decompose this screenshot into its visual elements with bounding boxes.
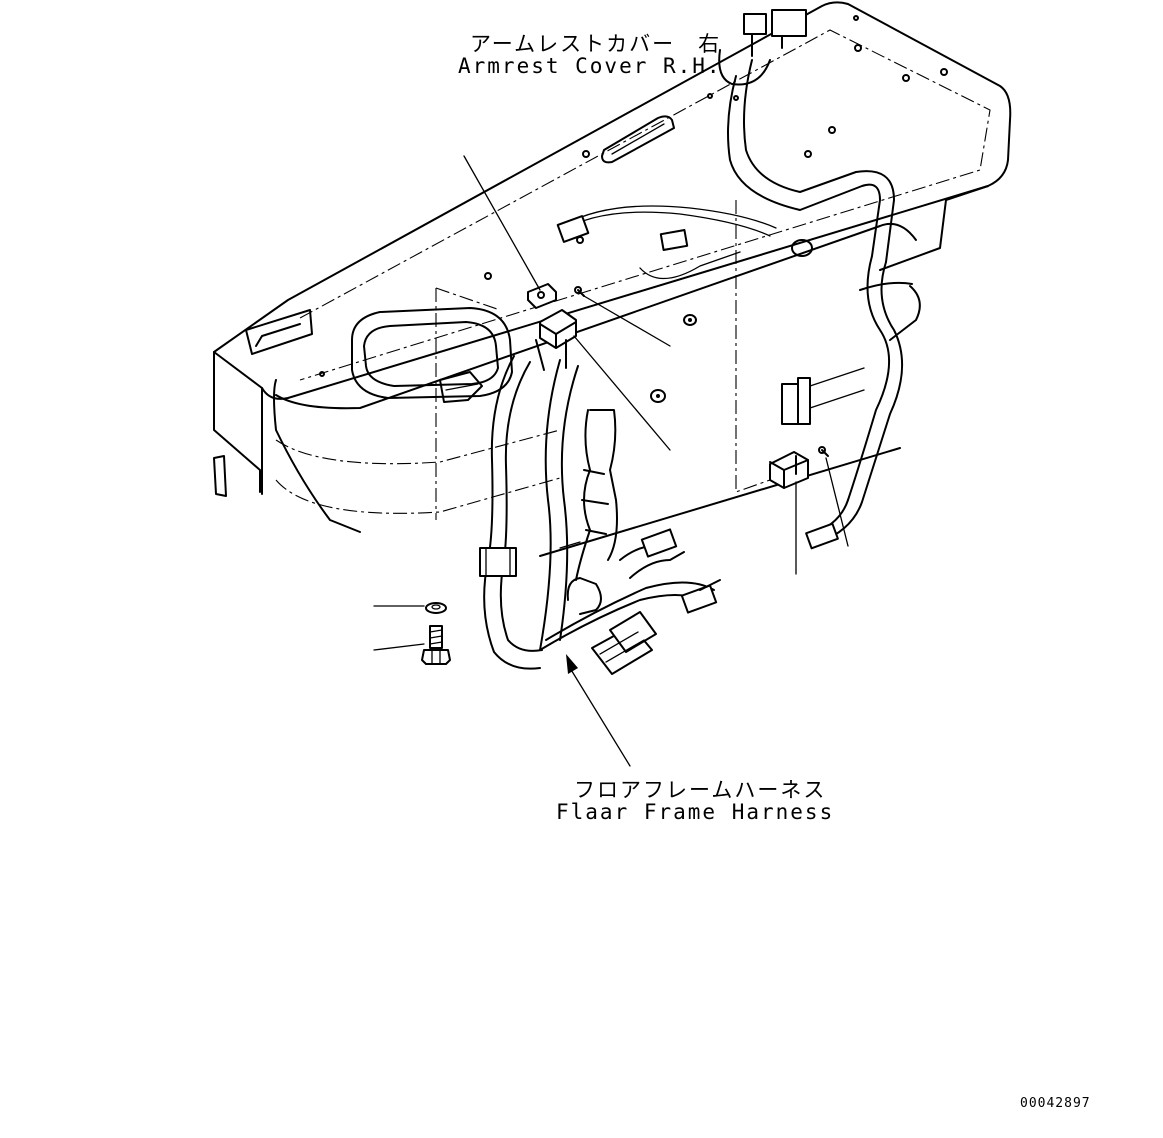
floor-frame-harness-label-jp: フロアフレームハーネス [574,778,827,802]
drawing-number: 00042897 [1020,1096,1091,1111]
leader-lines [373,155,849,767]
armrest-cover-label-en: Armrest Cover R.H. [458,54,722,78]
armrest-cover [213,1,1012,557]
floor-frame-harness-label-en: Flaar Frame Harness [556,800,835,824]
floor-frame-harness [439,9,921,675]
washer-and-bolt [421,602,451,665]
armrest-cover-label-jp: アームレストカバー 右 [470,32,722,56]
